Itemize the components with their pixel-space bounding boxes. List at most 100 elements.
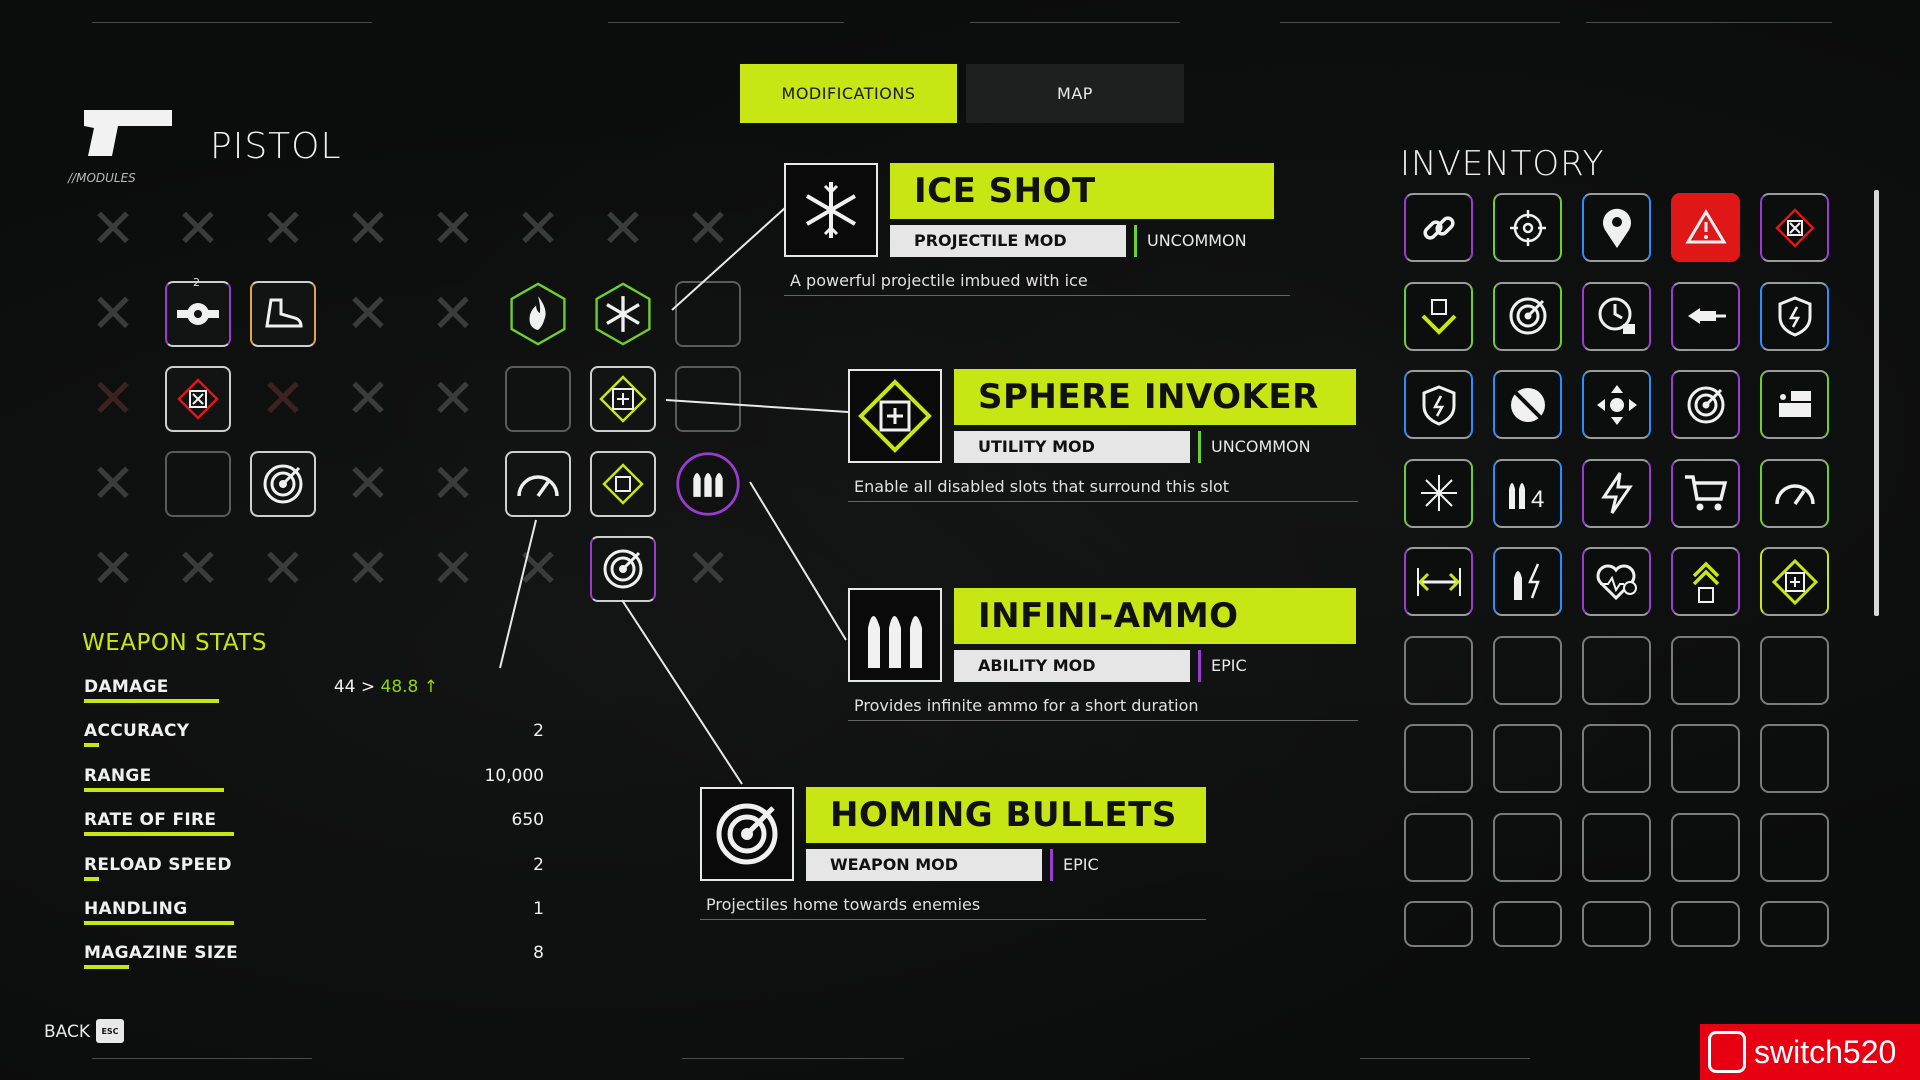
inventory-item[interactable]	[1404, 193, 1473, 262]
tab-modifications[interactable]: MODIFICATIONS	[740, 64, 957, 123]
inventory-empty-slot[interactable]	[1760, 724, 1829, 793]
ammo-count-icon: 4	[1505, 473, 1551, 513]
inventory-empty-slot[interactable]	[1493, 635, 1562, 705]
inventory-empty-slot[interactable]	[1582, 635, 1651, 705]
inventory-empty-slot[interactable]	[1404, 724, 1473, 793]
inventory-empty-slot[interactable]	[1671, 901, 1740, 947]
stat-name: DAMAGE	[84, 677, 169, 697]
inventory-item[interactable]	[1582, 547, 1651, 616]
inventory-empty-slot[interactable]	[1582, 724, 1651, 793]
stat-name: ACCURACY	[84, 721, 190, 742]
stat-name: MAGAZINE SIZE	[84, 943, 239, 964]
inventory-empty-slot[interactable]	[1671, 635, 1740, 705]
sphere-invoker-icon	[848, 369, 942, 463]
target-icon	[1685, 384, 1727, 426]
disabled-slot: ✕	[600, 197, 646, 260]
inventory-item[interactable]	[1582, 370, 1651, 439]
inventory-empty-slot[interactable]	[1493, 724, 1562, 793]
grid-slot-ammo[interactable]	[675, 451, 741, 517]
inventory-item[interactable]	[1404, 547, 1473, 616]
inventory-scrollbar[interactable]	[1874, 190, 1879, 616]
grid-slot-boot[interactable]	[250, 281, 316, 347]
inventory-item[interactable]: 4	[1493, 458, 1562, 528]
lightning-icon	[1600, 471, 1634, 515]
mod-title: HOMING BULLETS	[806, 787, 1206, 843]
frame-line	[1360, 1058, 1530, 1059]
speedometer-icon	[517, 475, 559, 498]
inventory-item[interactable]	[1493, 547, 1562, 616]
inventory-item[interactable]	[1760, 458, 1829, 528]
grid-slot-rotor[interactable]	[165, 281, 231, 347]
inventory-item[interactable]	[1493, 370, 1562, 439]
disabled-slot: ✕	[260, 367, 306, 430]
mod-type: WEAPON MOD	[806, 849, 1042, 881]
stat-name: RATE OF FIRE	[84, 810, 217, 831]
inventory-empty-slot[interactable]	[1582, 812, 1651, 882]
inventory-empty-slot[interactable]	[1760, 635, 1829, 705]
inventory-item[interactable]	[1404, 370, 1473, 439]
grid-slot-target[interactable]	[250, 451, 316, 517]
inventory-item[interactable]	[1671, 370, 1740, 439]
inventory-item[interactable]	[1493, 281, 1562, 351]
grid-slot-speed[interactable]	[505, 451, 571, 517]
grid-slot-sphere[interactable]	[590, 366, 656, 432]
inventory-empty-slot[interactable]	[1404, 901, 1473, 947]
frame-line	[92, 22, 372, 23]
disabled-slot: ✕	[345, 282, 391, 345]
inventory-item[interactable]	[1671, 547, 1740, 616]
grid-slot-disabler[interactable]	[165, 366, 231, 432]
expand-horizontal-icon	[1416, 562, 1462, 602]
inventory-item[interactable]	[1760, 370, 1829, 439]
inventory-item[interactable]	[1404, 458, 1473, 528]
bullet-lightning-icon	[1506, 560, 1550, 604]
stat-name: HANDLING	[84, 899, 188, 919]
inventory-item[interactable]	[1404, 281, 1473, 351]
stat-value: 650	[511, 810, 544, 831]
inventory-empty-slot[interactable]	[1493, 812, 1562, 882]
stat-bar	[84, 832, 234, 837]
inventory-empty-slot[interactable]	[1760, 901, 1829, 947]
empty-slot[interactable]	[505, 366, 571, 432]
inventory-empty-slot[interactable]	[1671, 724, 1740, 793]
tab-map[interactable]: MAP	[966, 64, 1184, 123]
speedometer-icon	[1773, 478, 1817, 508]
empty-slot[interactable]	[675, 366, 741, 432]
grid-slot-ice[interactable]	[590, 281, 656, 347]
inventory-item[interactable]	[1671, 193, 1740, 262]
inventory-item[interactable]	[1760, 193, 1829, 262]
disabled-slot: ✕	[345, 452, 391, 515]
inventory-item[interactable]	[1760, 547, 1829, 616]
inventory-empty-slot[interactable]	[1404, 812, 1473, 882]
grid-slot-fire[interactable]	[505, 281, 571, 347]
sphere-invoker-icon	[602, 463, 644, 505]
stat-new-value: 48.8 ↑	[380, 677, 439, 697]
inventory-item[interactable]	[1671, 281, 1740, 351]
empty-slot[interactable]	[675, 281, 741, 347]
grid-slot-homing[interactable]	[590, 536, 656, 602]
inventory-item[interactable]	[1582, 193, 1651, 262]
disabled-slot: ✕	[90, 452, 136, 515]
empty-slot[interactable]	[165, 451, 231, 517]
back-button[interactable]: BACK	[44, 1022, 91, 1042]
stat-name: RANGE	[84, 765, 152, 786]
stat-row: RATE OF FIRE 650	[84, 810, 548, 844]
inventory-empty-slot[interactable]	[1404, 635, 1473, 705]
inventory-empty-slot[interactable]	[1582, 901, 1651, 947]
inventory-item[interactable]	[1760, 281, 1829, 351]
inventory-item[interactable]	[1671, 458, 1740, 528]
rotor-icon	[177, 303, 219, 325]
inventory-empty-slot[interactable]	[1671, 812, 1740, 882]
disabled-slot: ✕	[345, 197, 391, 260]
inventory-item[interactable]	[1582, 458, 1651, 528]
inventory-item[interactable]	[1493, 193, 1562, 262]
grid-slot-sphere-small[interactable]	[590, 451, 656, 517]
bullets-icon	[693, 473, 723, 497]
stat-bar	[84, 787, 224, 792]
inventory-empty-slot[interactable]	[1760, 812, 1829, 882]
inventory-item[interactable]	[1582, 281, 1651, 351]
inventory-empty-slot[interactable]	[1493, 901, 1562, 947]
